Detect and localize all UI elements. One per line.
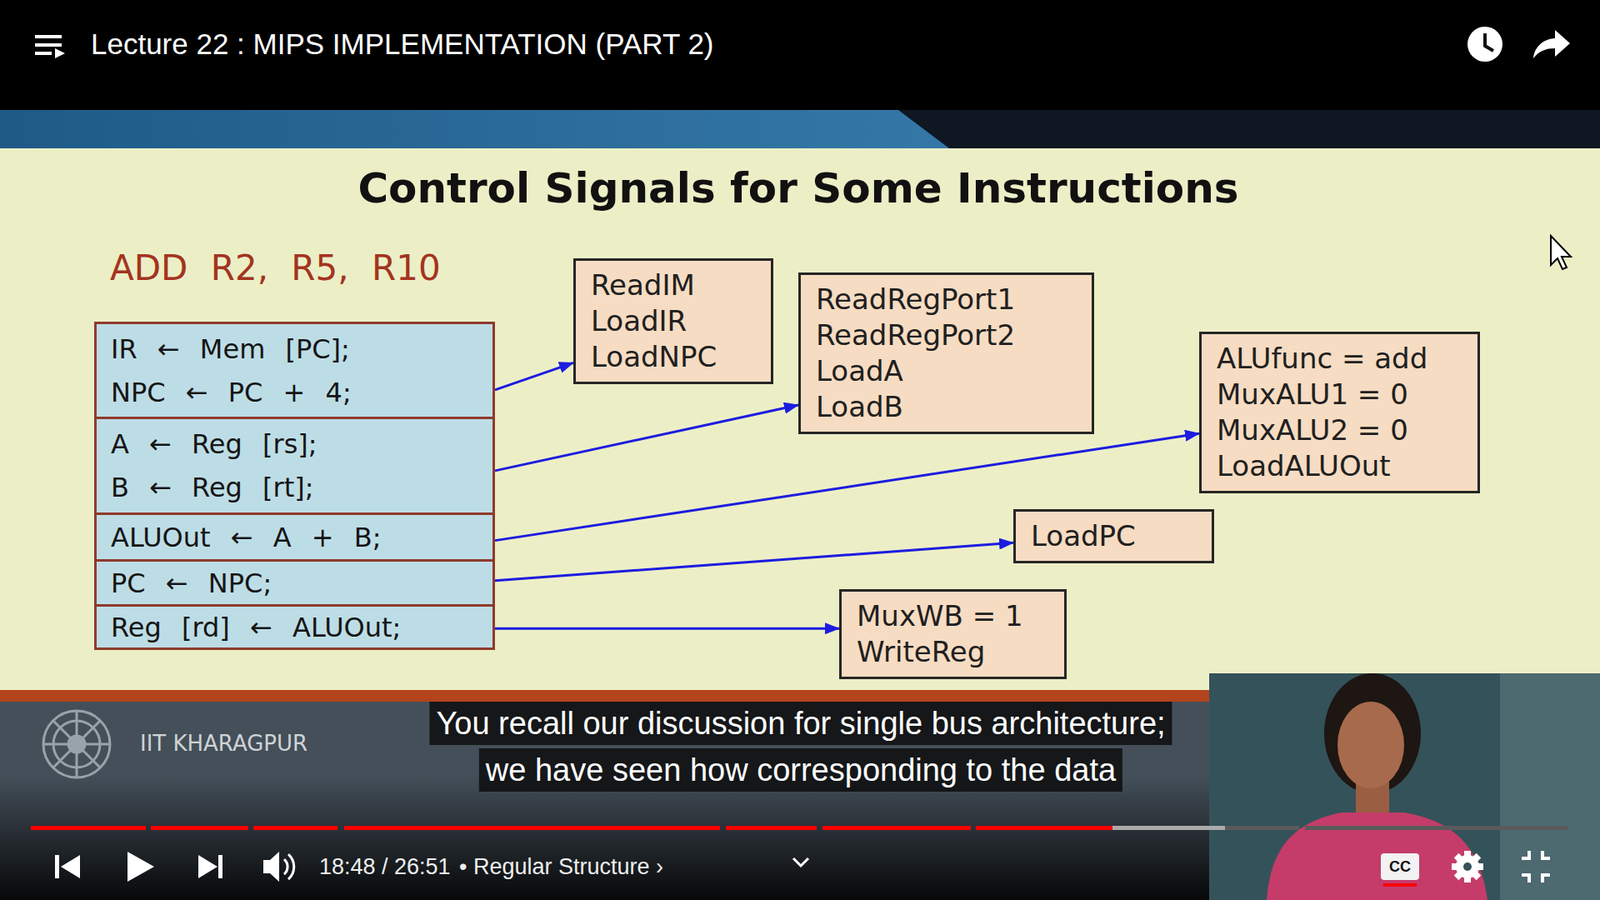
signal-name: MuxALU1 = 0 xyxy=(1216,376,1463,413)
graphic-rect xyxy=(1209,673,1600,900)
rtl-statement: Reg [rd] ← ALUOut; xyxy=(110,605,401,650)
institute-logo xyxy=(43,710,110,778)
graphic-circle xyxy=(43,710,110,778)
rtl-step-row: IR ← Mem [PC];NPC ← PC + 4; xyxy=(94,321,495,420)
graphic-path xyxy=(284,854,295,880)
presenter-video xyxy=(1209,673,1600,900)
rtl-step-row: ALUOut ← A + B; xyxy=(94,512,495,562)
graphic-rect xyxy=(35,51,52,55)
graphic-rect xyxy=(1500,673,1600,900)
slide-title: Control Signals for Some Instructions xyxy=(0,161,1597,215)
rtl-statement: PC ← NPC; xyxy=(110,561,272,605)
graphic-rect xyxy=(1112,825,1225,830)
graphic-rect xyxy=(218,855,223,879)
share-icon xyxy=(1533,30,1570,59)
signal-name: LoadIR xyxy=(590,303,756,340)
rtl-step-row: A ← Reg [rs];B ← Reg [rt]; xyxy=(94,416,495,515)
graphic-rect xyxy=(975,825,1113,830)
graphic-rect xyxy=(253,825,338,830)
video-title: Lecture 22 : MIPS IMPLEMENTATION (PART 2… xyxy=(90,27,715,61)
top-bar xyxy=(0,0,1600,110)
rtl-statement: B ← Reg [rt]; xyxy=(110,465,315,510)
graphic-ellipse xyxy=(1324,673,1421,794)
control-signal-box: ALUfunc = addMuxALU1 = 0MuxALU2 = 0LoadA… xyxy=(1199,331,1480,494)
graphic-rect xyxy=(55,855,60,879)
signal-name: LoadA xyxy=(815,353,1077,390)
graphic-rect xyxy=(1454,853,1482,881)
graphic-rect xyxy=(150,825,249,830)
settings-icon xyxy=(1451,850,1484,883)
rtl-step-row: PC ← NPC; xyxy=(94,559,495,607)
graphic-circle xyxy=(1455,855,1480,879)
graphic-rect xyxy=(822,825,971,830)
graphic-polygon xyxy=(198,855,218,879)
control-signal-box: LoadPC xyxy=(1013,509,1215,564)
graphic-rect xyxy=(1225,825,1300,830)
rtl-statement: A ← Reg [rs]; xyxy=(110,422,318,466)
institute-name: IIT KHARAGPUR xyxy=(140,730,308,757)
watch-later-icon xyxy=(1467,26,1503,62)
slide-footer xyxy=(0,701,1600,900)
chapter-chevron xyxy=(793,858,809,866)
control-signal-box: ReadIMLoadIRLoadNPC xyxy=(573,258,774,385)
playback-buttons xyxy=(55,851,295,882)
playlist-icon xyxy=(35,35,65,59)
time-display: 18:48 / 26:51 xyxy=(319,852,451,881)
signal-name: LoadPC xyxy=(1030,518,1197,555)
graphic-circle xyxy=(1467,26,1503,62)
rtl-statement: NPC ← PC + 4; xyxy=(110,370,352,415)
signal-name: WriteReg xyxy=(856,634,1050,670)
progress-bar xyxy=(30,825,1569,830)
subtitle-line: You recall our discussion for single bus… xyxy=(429,701,1172,745)
signal-name: LoadNPC xyxy=(590,339,756,375)
captions-on-indicator xyxy=(1383,883,1417,887)
graphic-path xyxy=(43,710,110,778)
slide-background xyxy=(0,148,1600,690)
slide-header-blue xyxy=(0,110,950,149)
chapter-title: • Regular Structure › xyxy=(459,852,664,881)
signal-name: LoadALUOut xyxy=(1216,448,1463,485)
rtl-statement: ALUOut ← A + B; xyxy=(110,515,382,560)
graphic-rect xyxy=(725,825,817,830)
signal-arrow xyxy=(495,362,574,390)
graphic-rect xyxy=(1305,825,1569,830)
graphic-path xyxy=(263,851,280,882)
graphic-ellipse xyxy=(1337,701,1405,789)
graphic-rect xyxy=(1454,853,1482,881)
exit-fullscreen-icon xyxy=(1521,850,1550,883)
graphic-polygon xyxy=(55,48,65,59)
graphic-polygon xyxy=(60,855,80,879)
signal-name: ReadIM xyxy=(590,267,756,304)
control-signal-box: MuxWB = 1WriteReg xyxy=(839,589,1067,680)
signal-name: MuxALU2 = 0 xyxy=(1216,412,1463,449)
graphic-rect xyxy=(35,43,62,47)
rtl-statement: IR ← Mem [PC]; xyxy=(110,327,350,371)
signal-name: ReadRegPort1 xyxy=(815,281,1077,318)
subtitle-line: we have seen how corresponding to the da… xyxy=(479,748,1123,792)
signal-arrow xyxy=(495,627,840,630)
slide-header-band xyxy=(0,110,1600,149)
signal-name: ALUfunc = add xyxy=(1216,340,1463,377)
control-signal-box: ReadRegPort1ReadRegPort2LoadALoadB xyxy=(798,272,1095,435)
graphic-rect xyxy=(344,825,720,830)
signal-arrow xyxy=(495,405,799,471)
graphic-polygon xyxy=(127,851,155,882)
graphic-rect xyxy=(35,35,62,39)
graphic-circle xyxy=(1463,862,1472,871)
graphic-path xyxy=(1266,812,1488,900)
rtl-step-row: Reg [rd] ← ALUOut; xyxy=(94,604,495,650)
graphic-path xyxy=(1485,33,1494,51)
player-shade xyxy=(0,775,1600,900)
signal-arrow xyxy=(495,542,1014,580)
instruction-heading: ADD R2, R5, R10 xyxy=(110,246,441,290)
signal-name: LoadB xyxy=(815,389,1077,425)
signal-name: MuxWB = 1 xyxy=(856,598,1050,635)
mouse-cursor xyxy=(1550,235,1571,270)
captions-button: CC xyxy=(1380,853,1420,880)
signal-name: ReadRegPort2 xyxy=(815,317,1077,354)
graphic-rect xyxy=(30,825,146,830)
